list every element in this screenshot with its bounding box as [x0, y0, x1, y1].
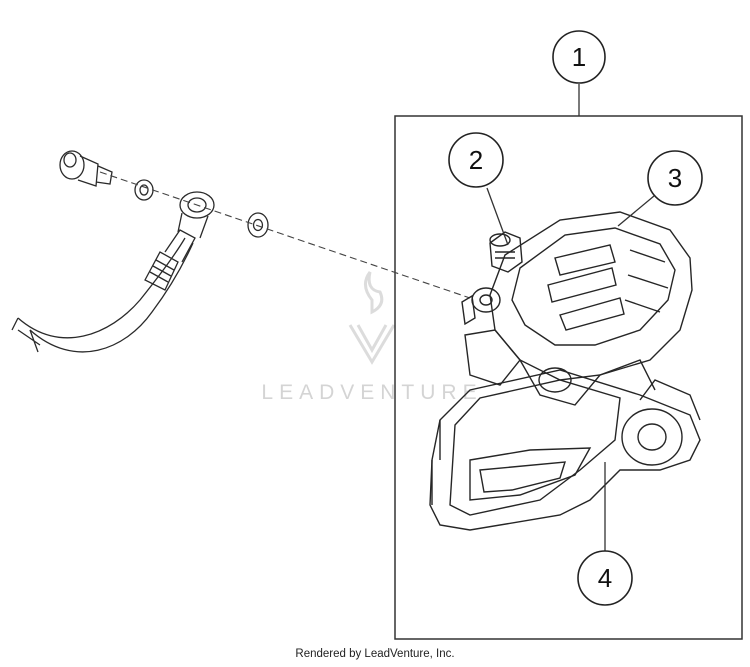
- callout-2-label: 2: [469, 145, 483, 175]
- caliper-body: [489, 211, 693, 381]
- render-credit: Rendered by LeadVenture, Inc.: [295, 648, 455, 660]
- callout-4-label: 4: [598, 563, 612, 593]
- assembly-frame: [394, 115, 743, 640]
- brake-caliper-drawing: [429, 211, 701, 531]
- washer-left: [134, 179, 154, 201]
- washer-right: [247, 212, 269, 238]
- bleed-valve: [489, 231, 523, 273]
- banjo-bolt-head: [59, 150, 85, 180]
- callout-1: 1: [552, 30, 606, 116]
- assembly-axis-line: [99, 171, 471, 299]
- watermark: LEADVENTURE: [261, 271, 482, 404]
- watermark-logo-icon: [348, 271, 396, 365]
- callout-3-label: 3: [668, 163, 682, 193]
- callout-2: 2: [448, 132, 509, 246]
- banjo-port: [471, 287, 501, 313]
- callout-1-label: 1: [572, 42, 586, 72]
- callout-4: 4: [577, 462, 633, 606]
- callout-3: 3: [617, 150, 703, 227]
- caliper-support-bracket: [429, 369, 701, 531]
- watermark-text: LEADVENTURE: [261, 381, 482, 404]
- brake-hose-assembly: [11, 150, 269, 353]
